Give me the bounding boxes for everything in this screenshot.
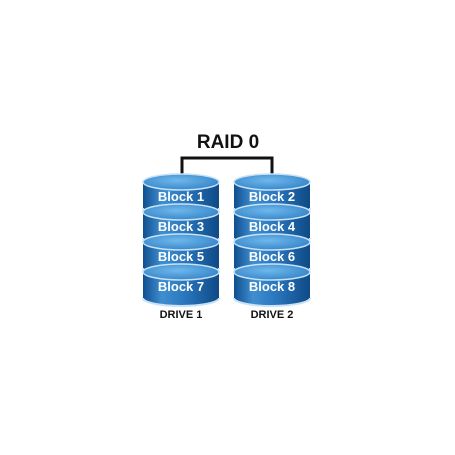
disk-body <box>234 272 310 306</box>
block-label: Block 7 <box>158 279 204 294</box>
disk-body <box>143 272 219 306</box>
disk-top <box>233 263 311 281</box>
disk-top <box>233 203 311 221</box>
disk-top <box>142 173 220 191</box>
block-label: Block 6 <box>249 249 295 264</box>
drive-1: Block 1 Block 3 Block 5 Block 7 <box>142 173 220 307</box>
block-label: Block 8 <box>249 279 295 294</box>
block-label: Block 3 <box>158 219 204 234</box>
disk-rim <box>142 297 220 307</box>
disk-rim <box>233 297 311 307</box>
drive-1-label: DRIVE 1 <box>160 309 203 321</box>
disk-segment: Block 8 <box>233 263 311 307</box>
disk-top <box>142 203 220 221</box>
diagram-title: RAID 0 <box>197 132 259 153</box>
disk-top <box>142 263 220 281</box>
disk-top <box>233 233 311 251</box>
disk-segment: Block 7 <box>142 263 220 307</box>
disk-top <box>142 233 220 251</box>
block-label: Block 1 <box>158 189 204 204</box>
raid-connector <box>180 156 274 178</box>
block-label: Block 5 <box>158 249 204 264</box>
drive-2: Block 2 Block 4 Block 6 Block 8 <box>233 173 311 307</box>
drive-2-label: DRIVE 2 <box>251 309 294 321</box>
block-label: Block 2 <box>249 189 295 204</box>
disk-top <box>233 173 311 191</box>
block-label: Block 4 <box>249 219 296 234</box>
